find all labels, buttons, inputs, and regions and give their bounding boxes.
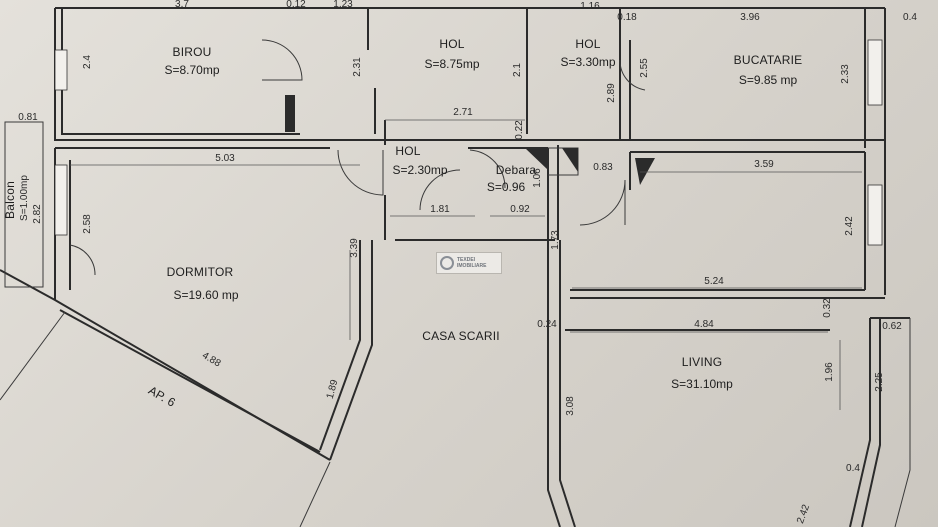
room-living-area: S=31.10mp: [671, 377, 733, 391]
wall-living-right-inner: [861, 318, 881, 527]
watermark-text: TEXDEI IMOBILIARE: [457, 257, 486, 269]
room-hol1-name: HOL: [439, 37, 464, 51]
dim-0-24: 0.24: [537, 319, 557, 330]
room-bucatarie-area: S=9.85 mp: [739, 73, 798, 87]
wall-dormitor-right: [319, 240, 361, 451]
dim-0-83: 0.83: [593, 162, 613, 173]
room-dormitor-name: DORMITOR: [167, 265, 234, 279]
dim-1-06: 1.06: [532, 168, 543, 188]
dim-3-96: 3.96: [740, 12, 760, 23]
dim-2-89: 2.89: [606, 83, 617, 103]
dim-5-24: 5.24: [704, 276, 724, 287]
window-birou: [54, 49, 68, 91]
door-debara-leaf: [525, 148, 548, 170]
room-casa-scarii-name: CASA SCARII: [422, 329, 500, 343]
door-living: [579, 179, 626, 226]
dim-0-12: 0.12: [286, 0, 306, 10]
dim-0-81: 0.81: [18, 112, 38, 123]
dim-2-71: 2.71: [453, 107, 473, 118]
dim-5-03: 5.03: [215, 153, 235, 164]
wall-living-left: [559, 240, 576, 527]
dim-2-42-right: 2.42: [844, 216, 855, 236]
dim-2-25: 2.25: [874, 372, 885, 392]
dim-2-4: 2.4: [82, 55, 93, 69]
wall-casa-right: [547, 240, 561, 527]
doors: [69, 39, 655, 276]
wall-balcony-right: [894, 318, 911, 527]
wall-ap6-2: [299, 461, 331, 527]
dim-1-81: 1.81: [430, 204, 450, 215]
door-living-leaf: [562, 148, 578, 172]
dim-0-22: 0.22: [514, 120, 525, 140]
dim-0-4-bottom: 0.4: [846, 463, 860, 474]
dim-0-62: 0.62: [882, 321, 902, 332]
room-balcon-name: Balcon: [3, 181, 17, 219]
room-debara-area: S=0.96: [487, 180, 526, 194]
window-bucatarie: [867, 39, 883, 106]
room-balcon-area: S=1.00mp: [19, 175, 30, 221]
dim-2-42-bottom: 2.42: [795, 503, 812, 525]
dim-4-84: 4.84: [694, 319, 714, 330]
room-hol1-area: S=8.75mp: [424, 57, 479, 71]
dim-3-7: 3.7: [175, 0, 189, 10]
door-dormitor: [337, 149, 384, 196]
room-birou-name: BIROU: [172, 45, 211, 59]
door-birou-leaf: [285, 95, 295, 132]
dim-2-82: 2.82: [32, 204, 43, 224]
dim-3-39: 3.39: [349, 238, 360, 258]
dim-1-73: 1.73: [550, 230, 561, 250]
dim-0-32: 0.32: [822, 298, 833, 318]
dim-3-08: 3.08: [565, 396, 576, 416]
dim-0-4-top: 0.4: [903, 12, 917, 23]
room-debara-name: Debara: [496, 163, 537, 177]
dim-2-33: 2.33: [840, 64, 851, 84]
room-hol3-name: HOL: [395, 144, 420, 158]
room-hol2-name: HOL: [575, 37, 600, 51]
room-labels: BIROU S=8.70mp HOL S=8.75mp HOL S=3.30mp…: [3, 37, 802, 410]
door-balcon: [69, 244, 96, 276]
room-birou-area: S=8.70mp: [164, 63, 219, 77]
door-hol3: [419, 169, 461, 211]
dim-1-89: 1.89: [325, 378, 341, 400]
door-living-leaf-2: [635, 158, 655, 185]
watermark-line2: IMOBILIARE: [457, 263, 487, 269]
wall-ap6-1: [0, 311, 66, 401]
dim-3-59: 3.59: [754, 159, 774, 170]
dim-0-18: 0.18: [617, 12, 637, 23]
room-living-name: LIVING: [682, 355, 723, 369]
room-ap6-name: AP. 6: [146, 383, 178, 410]
wall-living-right: [849, 318, 871, 527]
room-bucatarie-name: BUCATARIE: [734, 53, 803, 67]
room-hol2-area: S=3.30mp: [560, 55, 615, 69]
dim-2-55: 2.55: [639, 58, 650, 78]
dim-4-88: 4.88: [200, 350, 223, 369]
wall-dormitor-diagonal-inner: [59, 309, 321, 453]
room-hol3-area: S=2.30mp: [392, 163, 447, 177]
dim-1-16: 1.16: [580, 1, 600, 12]
dim-2-58: 2.58: [82, 214, 93, 234]
door-bucatarie: [619, 59, 646, 91]
watermark-icon: [440, 256, 454, 270]
watermark-line1: TEXDEI: [457, 257, 476, 263]
dim-2-1: 2.1: [512, 63, 523, 77]
dim-1-96: 1.96: [824, 362, 835, 382]
watermark-logo: TEXDEI IMOBILIARE: [436, 252, 502, 274]
window-dormitor: [54, 164, 68, 236]
door-debara: [469, 149, 506, 189]
dim-1-23: 1.23: [333, 0, 353, 10]
room-dormitor-area: S=19.60 mp: [173, 288, 238, 302]
wall-dormitor-right-inner: [329, 240, 373, 461]
dimension-lines: [70, 119, 862, 410]
dim-0-92: 0.92: [510, 204, 530, 215]
dim-2-31: 2.31: [352, 57, 363, 77]
window-living: [867, 184, 883, 246]
door-birou: [261, 39, 303, 81]
windows: [54, 39, 883, 246]
